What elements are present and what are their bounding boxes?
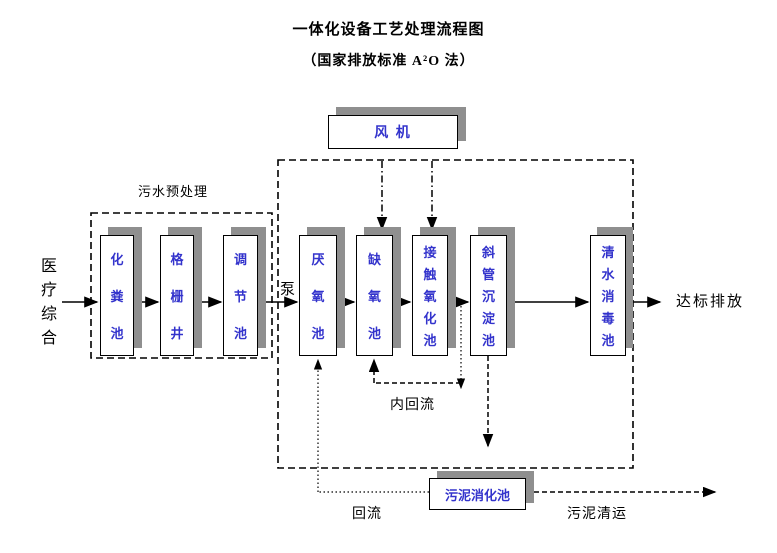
tank-grid-well: 格栅井 bbox=[160, 235, 194, 356]
tank-anaerobic: 厌氧池 bbox=[299, 235, 337, 356]
tank-inclined-tube-sedimentation: 斜管沉淀池 bbox=[470, 235, 507, 356]
pump-label: 泵 bbox=[280, 282, 296, 298]
fan-air-lines bbox=[376, 161, 438, 231]
tank-anoxic: 缺氧池 bbox=[356, 235, 393, 356]
diagram-title: 一体化设备工艺处理流程图 bbox=[292, 22, 485, 38]
tank-septic: 化粪池 bbox=[100, 235, 134, 356]
internal-recycle-label: 内回流 bbox=[390, 398, 435, 413]
fan-box: 风 机 bbox=[328, 115, 458, 149]
source-label: 医疗综合 bbox=[40, 258, 57, 347]
sludge-return-label: 回流 bbox=[352, 507, 382, 522]
discharge-label: 达标排放 bbox=[676, 294, 745, 310]
tank-contact-oxidation: 接触氧化池 bbox=[412, 235, 448, 356]
sludge-digestion-tank: 污泥消化池 bbox=[429, 478, 526, 510]
diagram-subtitle: （国家排放标准 A²O 法） bbox=[302, 54, 475, 69]
pretreatment-label: 污水预处理 bbox=[138, 184, 209, 199]
sludge-return-lines bbox=[313, 358, 429, 493]
tank-clear-water-disinfection: 清水消毒池 bbox=[590, 235, 626, 356]
tank-regulating: 调节池 bbox=[223, 235, 258, 356]
sludge-transport-label: 污泥清运 bbox=[567, 507, 627, 522]
internal-recycle-lines bbox=[368, 302, 466, 390]
pretreatment-dashed-border bbox=[90, 212, 273, 359]
main-unit-dashed-border bbox=[277, 159, 634, 469]
